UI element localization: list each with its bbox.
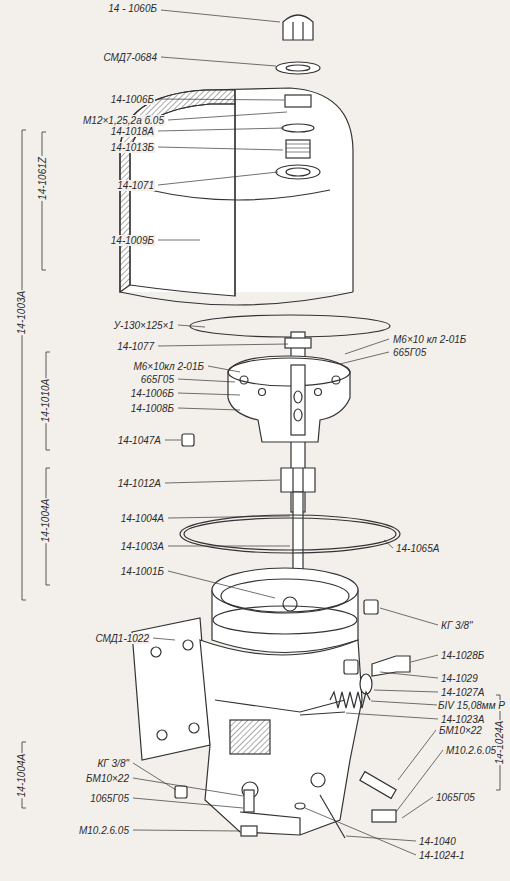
part-number: М6×10кл 2-01Б	[132, 361, 205, 372]
part-number: 14-1061Z	[37, 156, 48, 201]
part-number: 665Г05	[392, 347, 427, 358]
part-number: 14-1012А	[117, 478, 162, 489]
part-number: 14-1077	[116, 341, 155, 352]
part-number: М6×10 кл 2-01Б	[392, 334, 467, 345]
part-number: 14-1023А	[440, 714, 485, 725]
part-number: 14 - 1060Б	[107, 3, 158, 14]
part-number: 14-1004А	[120, 513, 165, 524]
part-number: 14-1029	[440, 673, 479, 684]
part-number: 14-1047А	[117, 435, 162, 446]
part-number: 665Г05	[140, 374, 175, 385]
part-number: 14-1028Б	[440, 650, 485, 661]
part-number: 14-1065А	[395, 543, 440, 554]
part-number: КГ 3/8"	[96, 758, 130, 769]
part-number: 14-1040	[418, 836, 457, 847]
part-number: 1065Г05	[89, 793, 130, 804]
part-number: 14-1006Б	[110, 94, 155, 105]
part-number: 14-1009Б	[110, 235, 155, 246]
part-number: СМД1-1022	[94, 633, 150, 644]
part-number: 14-1071	[116, 180, 155, 191]
part-number: 14-1001Б	[120, 566, 165, 577]
part-number: М12×1,25,2а б.05	[82, 115, 165, 126]
part-number: БIV 15,08мм Р	[437, 700, 506, 711]
part-number: 14-1027А	[440, 687, 485, 698]
part-number: 14-1013Б	[110, 142, 155, 153]
part-number: У-130×125×1	[113, 320, 175, 331]
part-number: 14-1003А	[17, 289, 28, 334]
part-number: 14-1008Б	[130, 403, 175, 414]
part-number: БМ10×22	[438, 725, 483, 736]
part-number: 1065Г05	[435, 792, 476, 803]
part-number: М10.2.6.05	[78, 825, 130, 836]
part-number: 14-1004А	[41, 497, 52, 542]
part-number: КГ 3/8"	[440, 620, 474, 631]
part-number: 14-1010А	[41, 377, 52, 422]
part-number: 14-1024-1	[418, 850, 466, 861]
part-number: БМ10×22	[85, 773, 130, 784]
part-number: СМД7-0684	[102, 52, 158, 63]
part-number: 14-1006Б	[130, 388, 175, 399]
part-number: М10.2.6.05	[445, 745, 497, 756]
part-number: 14-1024А	[495, 719, 506, 764]
part-number: 14-1004А	[17, 752, 28, 797]
part-number: 14-1018А	[110, 126, 155, 137]
part-number: 14-1003А	[120, 541, 165, 552]
